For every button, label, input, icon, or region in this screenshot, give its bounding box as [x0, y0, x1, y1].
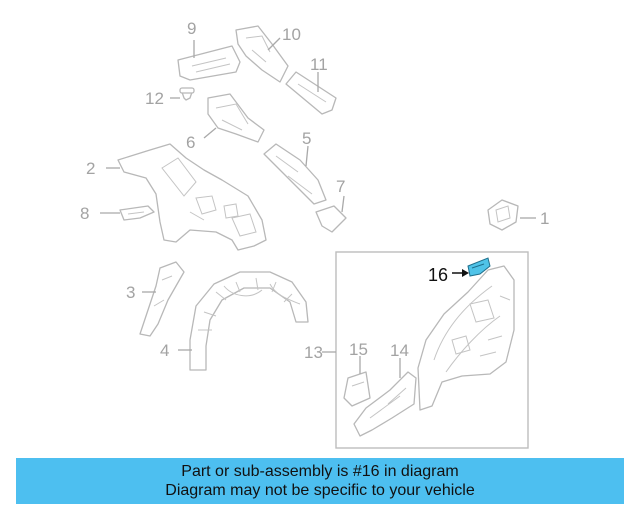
part-10-bracket — [235, 25, 289, 83]
info-banner: Part or sub-assembly is #16 in diagram D… — [16, 458, 624, 504]
callout-15: 15 — [349, 340, 368, 359]
part-1-bracket — [487, 199, 519, 231]
callout-5: 5 — [302, 129, 311, 148]
callout-9: 9 — [187, 19, 196, 38]
callout-7: 7 — [336, 177, 345, 196]
part-12-clip — [179, 87, 195, 101]
leader-10 — [267, 37, 281, 51]
callout-4: 4 — [160, 341, 169, 360]
part-15-bracket — [343, 371, 371, 407]
parts-diagram: 9 10 11 12 6 5 7 2 — [80, 19, 549, 449]
leader-7 — [341, 195, 345, 213]
callout-13: 13 — [304, 343, 323, 362]
callout-10: 10 — [282, 25, 301, 44]
part-16-highlighted — [467, 257, 491, 277]
leader-5 — [305, 145, 309, 167]
part-6-reinforcement — [207, 93, 265, 143]
part-13-inner-wheelhouse — [417, 265, 515, 411]
part-9-panel — [177, 45, 241, 81]
part-5-rail — [263, 143, 327, 205]
callout-11: 11 — [310, 55, 328, 74]
banner-line-1: Part or sub-assembly is #16 in diagram — [181, 463, 459, 480]
part-13-assembly-box — [335, 251, 529, 449]
callout-12: 12 — [145, 89, 164, 108]
callout-8: 8 — [80, 204, 89, 223]
part-2-quarter-panel — [117, 143, 267, 251]
part-11-panel — [285, 71, 337, 115]
part-8-extension — [119, 205, 155, 221]
part-14-reinforcement — [353, 371, 417, 437]
callout-14: 14 — [390, 341, 409, 360]
leader-16-arrowhead — [462, 269, 469, 277]
callout-6: 6 — [186, 133, 195, 152]
part-3-pillar — [139, 261, 185, 337]
callout-1: 1 — [540, 209, 549, 228]
banner-line-2: Diagram may not be specific to your vehi… — [165, 482, 475, 499]
callout-3: 3 — [126, 283, 135, 302]
leader-6 — [203, 127, 217, 139]
callout-16: 16 — [428, 265, 448, 285]
part-7-bracket — [315, 205, 347, 233]
callout-2: 2 — [86, 159, 95, 178]
part-4-wheelhouse — [189, 271, 309, 371]
